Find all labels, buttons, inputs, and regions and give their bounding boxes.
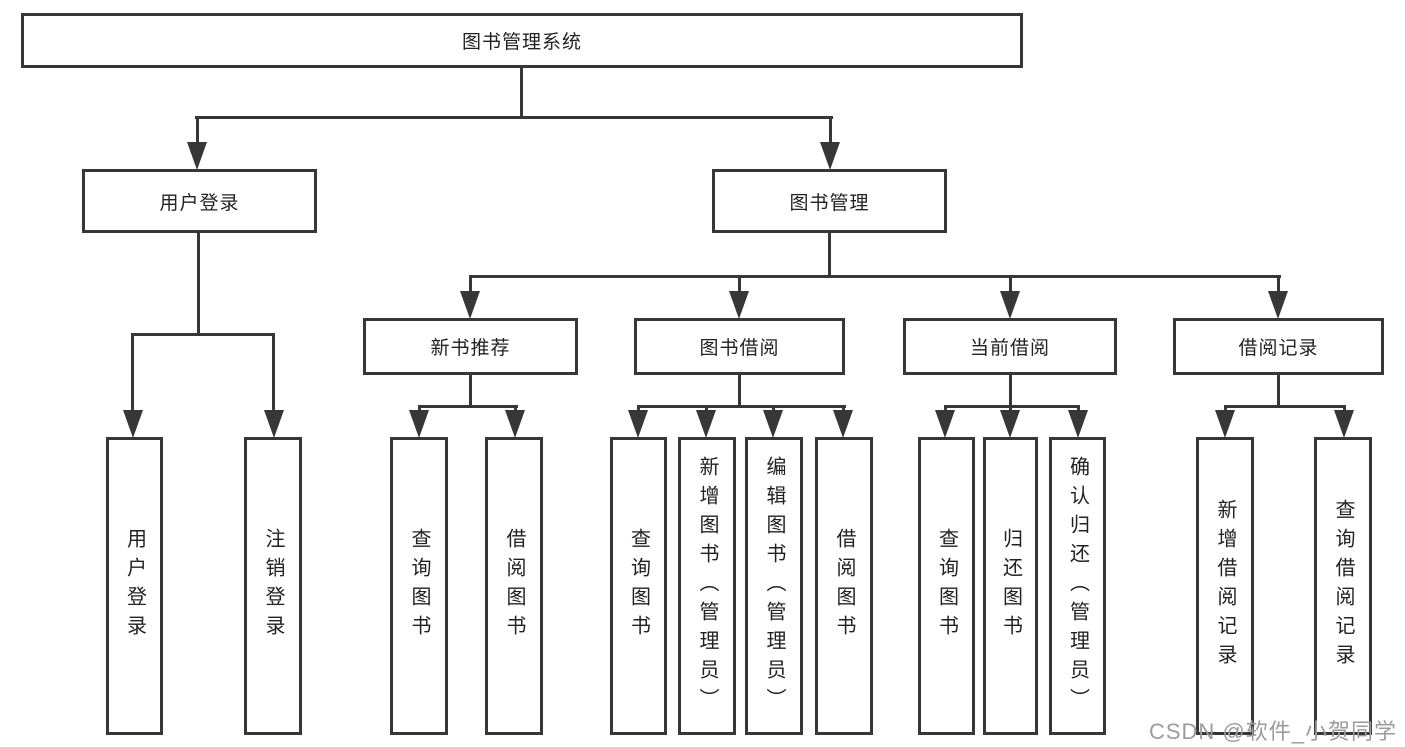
- connector-line: [1277, 375, 1280, 408]
- arrow-down-icon: [729, 291, 749, 319]
- node-current-borrowing-label: 当前借阅: [969, 338, 1050, 359]
- leaf-confirm-return-admin: 确认归还（管理员）: [1049, 437, 1106, 735]
- arrow-down-icon: [628, 410, 648, 438]
- leaf-confirm-return-admin-label: 确认归还（管理员）: [1066, 455, 1089, 717]
- connector-line: [197, 233, 200, 336]
- arrow-down-icon: [1268, 291, 1288, 319]
- leaf-query-borrow-record-label: 查询借阅记录: [1332, 499, 1354, 673]
- arrow-down-icon: [1000, 291, 1020, 319]
- arrow-down-icon: [460, 291, 480, 319]
- arrow-down-icon: [187, 142, 207, 170]
- connector-line: [469, 375, 472, 408]
- connector-line: [196, 116, 199, 146]
- arrow-down-icon: [1000, 410, 1020, 438]
- connector-line: [418, 405, 421, 413]
- arrow-down-icon: [1215, 410, 1235, 438]
- node-user-login-branch: 用户登录: [82, 169, 317, 233]
- connector-line: [944, 405, 1080, 408]
- connector-line: [514, 405, 517, 413]
- node-current-borrowing: 当前借阅: [903, 318, 1117, 375]
- connector-line: [637, 405, 846, 408]
- leaf-return-books-label: 归还图书: [999, 528, 1022, 644]
- connector-line: [944, 405, 947, 413]
- leaf-user-login: 用户登录: [106, 437, 163, 735]
- leaf-query-books-current-label: 查询图书: [935, 528, 958, 644]
- node-borrow-records-label: 借阅记录: [1238, 338, 1319, 359]
- connector-line: [1077, 405, 1080, 413]
- node-new-book-recommend-label: 新书推荐: [430, 338, 511, 359]
- connector-line: [272, 333, 275, 413]
- arrow-down-icon: [1068, 410, 1088, 438]
- leaf-add-borrow-record: 新增借阅记录: [1196, 437, 1254, 735]
- arrow-down-icon: [820, 142, 840, 170]
- leaf-query-books-borrowing: 查询图书: [610, 437, 667, 735]
- connector-line: [1343, 405, 1346, 413]
- leaf-query-books-recommend-label: 查询图书: [408, 528, 430, 644]
- leaf-borrow-books-recommend: 借阅图书: [485, 437, 543, 735]
- connector-line: [469, 275, 1281, 278]
- leaf-query-books-recommend: 查询图书: [390, 437, 448, 735]
- arrow-down-icon: [1334, 410, 1354, 438]
- leaf-borrow-books-label: 借阅图书: [833, 528, 855, 644]
- connector-line: [1277, 275, 1280, 295]
- leaf-edit-books-admin: 编辑图书（管理员）: [745, 437, 803, 735]
- leaf-borrow-books-recommend-label: 借阅图书: [503, 528, 525, 644]
- leaf-logout-label: 注销登录: [262, 528, 284, 644]
- arrow-down-icon: [505, 410, 525, 438]
- arrow-down-icon: [833, 410, 853, 438]
- leaf-return-books: 归还图书: [983, 437, 1038, 735]
- connector-line: [772, 405, 775, 413]
- leaf-query-books-current: 查询图书: [918, 437, 975, 735]
- connector-line: [829, 116, 832, 146]
- connector-line: [131, 333, 275, 336]
- connector-line: [738, 275, 741, 295]
- connector-line: [1224, 405, 1346, 408]
- node-book-borrowing: 图书借阅: [634, 318, 845, 375]
- arrow-down-icon: [935, 410, 955, 438]
- arrow-down-icon: [409, 410, 429, 438]
- connector-line: [195, 116, 833, 119]
- arrow-down-icon: [696, 410, 716, 438]
- leaf-add-borrow-record-label: 新增借阅记录: [1214, 499, 1236, 673]
- node-root: 图书管理系统: [21, 13, 1023, 68]
- leaf-edit-books-admin-label: 编辑图书（管理员）: [763, 455, 785, 717]
- connector-line: [738, 375, 741, 408]
- arrow-down-icon: [763, 410, 783, 438]
- node-user-login-branch-label: 用户登录: [159, 192, 240, 214]
- leaf-query-borrow-record: 查询借阅记录: [1314, 437, 1372, 735]
- connector-line: [1224, 405, 1227, 413]
- node-borrow-records: 借阅记录: [1173, 318, 1384, 375]
- csdn-watermark: CSDN @软件_小贺同学: [1148, 719, 1397, 744]
- node-book-management-label: 图书管理: [789, 192, 870, 214]
- connector-line: [828, 233, 831, 278]
- connector-line: [637, 405, 640, 413]
- connector-line: [1009, 405, 1012, 413]
- arrow-down-icon: [123, 410, 143, 438]
- node-book-borrowing-label: 图书借阅: [699, 338, 780, 359]
- connector-line: [131, 333, 134, 413]
- leaf-user-login-label: 用户登录: [123, 528, 146, 644]
- leaf-add-books-admin-label: 新增图书（管理员）: [696, 455, 718, 717]
- connector-line: [469, 275, 472, 295]
- connector-line: [1009, 275, 1012, 295]
- connector-line: [842, 405, 845, 413]
- node-root-label: 图书管理系统: [461, 32, 582, 53]
- leaf-query-books-borrowing-label: 查询图书: [627, 528, 650, 644]
- leaf-logout: 注销登录: [244, 437, 302, 735]
- connector-line: [705, 405, 708, 413]
- arrow-down-icon: [264, 410, 284, 438]
- leaf-borrow-books: 借阅图书: [815, 437, 873, 735]
- connector-line: [1009, 375, 1012, 408]
- leaf-add-books-admin: 新增图书（管理员）: [678, 437, 736, 735]
- connector-line: [418, 405, 518, 408]
- node-book-management: 图书管理: [712, 169, 947, 233]
- connector-line: [520, 67, 523, 119]
- node-new-book-recommend: 新书推荐: [363, 318, 578, 375]
